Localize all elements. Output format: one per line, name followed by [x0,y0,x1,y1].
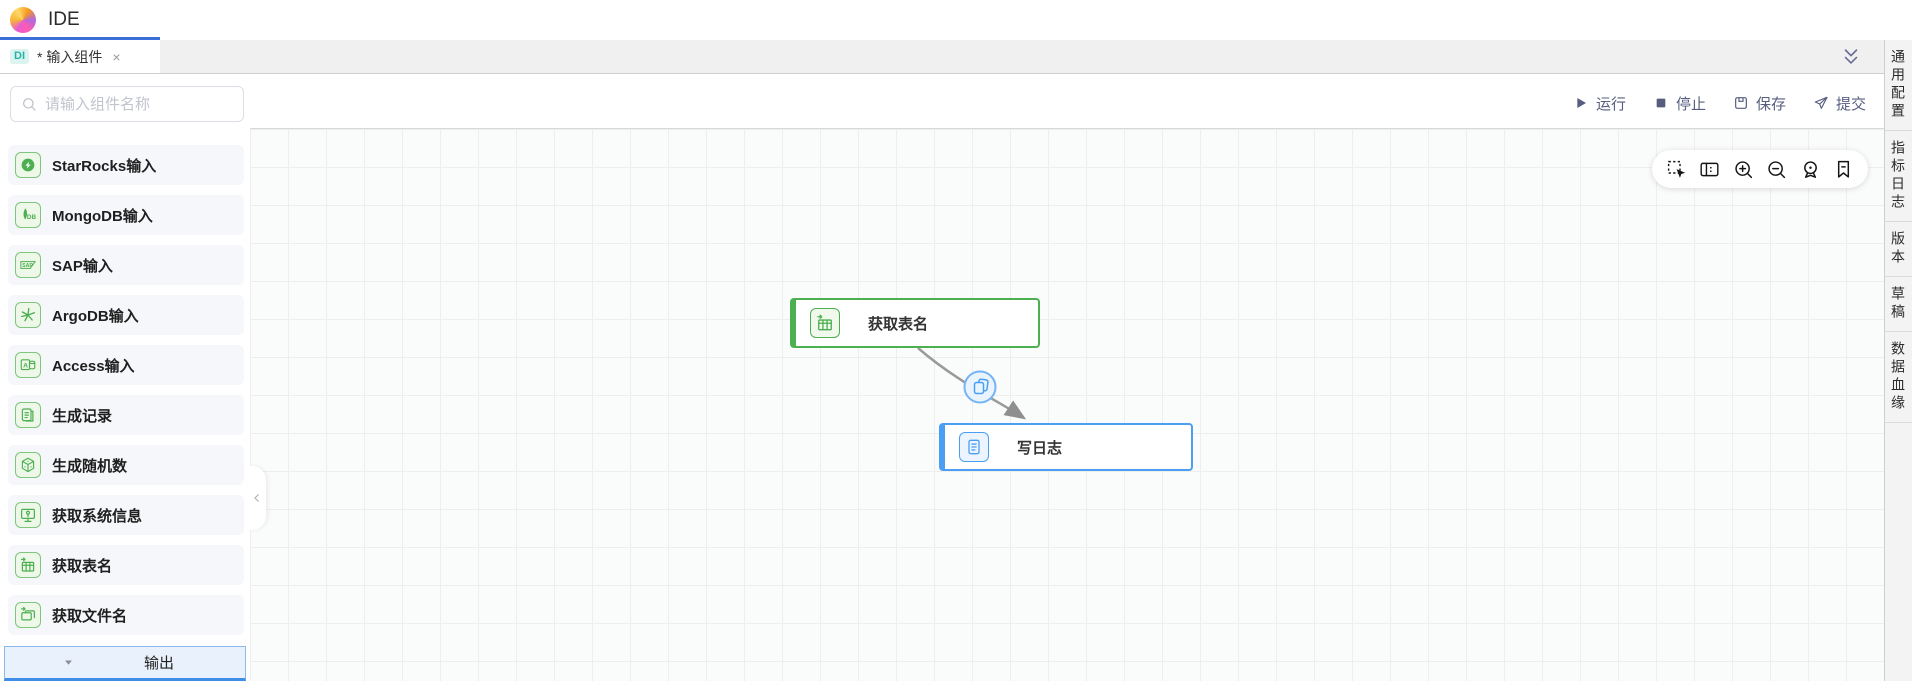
di-badge: DI [10,48,29,65]
canvas-toolbar [1652,150,1868,188]
access-icon: A [15,352,41,378]
component-sidebar: StarRocks输入 DB MongoDB输入 SAP SAP输入 ArgoD… [0,74,250,681]
section-output[interactable]: 输出 [4,646,246,681]
tab-title: * 输入组件 [37,48,103,65]
random-number-icon [15,452,41,478]
right-rail-tab[interactable]: 指标日志 [1885,131,1912,222]
chevron-left-icon [250,491,264,505]
starrocks-icon [15,152,41,178]
stop-icon [1653,95,1669,111]
component-label: 生成记录 [52,407,113,425]
component-list: StarRocks输入 DB MongoDB输入 SAP SAP输入 ArgoD… [8,145,244,645]
search-input[interactable] [45,95,244,113]
node-label: 获取表名 [868,315,929,333]
double-chevron-down-icon[interactable] [1840,46,1862,68]
component-list-item[interactable]: StarRocks输入 [8,145,244,185]
edge-copy-badge [963,370,997,404]
close-icon[interactable]: × [112,48,121,65]
svg-text:SAP: SAP [22,263,33,269]
right-rail-tab[interactable]: 通用配置 [1885,40,1912,131]
component-label: StarRocks输入 [52,157,157,175]
submit-button[interactable]: 提交 [1813,93,1866,114]
run-label: 运行 [1595,95,1626,113]
node-write-log[interactable]: 写日志 [939,423,1193,471]
generate-record-icon [15,402,41,428]
tab-bar: DI * 输入组件 × [0,40,1884,74]
component-label: Access输入 [52,357,135,375]
save-label: 保存 [1755,95,1786,113]
svg-text:DB: DB [27,214,37,221]
sap-icon: SAP [15,252,41,278]
caret-down-icon [63,657,74,668]
zoom-out-icon[interactable] [1766,159,1787,180]
component-label: 获取表名 [52,557,113,575]
right-rail-tab[interactable]: 版本 [1885,222,1912,277]
component-label: ArgoDB输入 [52,307,139,325]
save-button[interactable]: 保存 [1733,93,1786,114]
stop-label: 停止 [1675,95,1706,113]
search-icon [21,96,37,112]
component-list-item[interactable]: A Access输入 [8,345,244,385]
component-label: SAP输入 [52,257,113,275]
tab-input-components[interactable]: DI * 输入组件 × [0,40,160,73]
sidebar-collapse-handle[interactable] [248,466,266,530]
minimap-icon[interactable] [1699,159,1720,180]
component-label: 获取系统信息 [52,507,143,525]
component-label: 生成随机数 [52,457,128,475]
file-name-icon [15,602,41,628]
marquee-select-icon[interactable] [1666,159,1687,180]
component-list-item[interactable]: 获取表名 [8,545,244,585]
component-search [10,86,244,122]
component-list-item[interactable]: 获取系统信息 [8,495,244,535]
bookmark-icon[interactable] [1833,159,1854,180]
app-header: IDE [0,0,1912,40]
table-name-icon [810,308,840,338]
locate-icon[interactable] [1800,159,1821,180]
app-logo-icon [10,7,36,33]
component-label: 获取文件名 [52,607,128,625]
stop-button[interactable]: 停止 [1653,93,1706,114]
svg-text:A: A [23,363,28,370]
save-icon [1733,95,1749,111]
component-list-item[interactable]: ArgoDB输入 [8,295,244,335]
run-button[interactable]: 运行 [1573,93,1626,114]
component-list-item[interactable]: 生成记录 [8,395,244,435]
run-icon [1573,95,1589,111]
node-label: 写日志 [1017,439,1063,457]
zoom-in-icon[interactable] [1733,159,1754,180]
component-label: MongoDB输入 [52,207,153,225]
mongodb-icon: DB [15,202,41,228]
active-tab-indicator [0,37,160,40]
run-actions: 运行 停止 保存 提交 [1573,88,1866,118]
component-list-item[interactable]: SAP SAP输入 [8,245,244,285]
component-list-item[interactable]: 生成随机数 [8,445,244,485]
write-log-icon [959,432,989,462]
right-rail-tab[interactable]: 数据血缘 [1885,332,1912,423]
right-dock-rail: 通用配置 指标日志 版本 草稿 数据血缘 [1884,40,1912,681]
component-list-item[interactable]: DB MongoDB输入 [8,195,244,235]
system-info-icon [15,502,41,528]
submit-icon [1813,95,1829,111]
table-name-icon [15,552,41,578]
argodb-icon [15,302,41,328]
right-rail-tab[interactable]: 草稿 [1885,277,1912,332]
component-list-item[interactable]: 获取文件名 [8,595,244,635]
edge-connection [917,347,1027,420]
output-section-label: 输出 [144,655,175,672]
submit-label: 提交 [1835,95,1866,113]
node-get-table-name[interactable]: 获取表名 [790,298,1040,348]
app-title: IDE [48,9,80,30]
flow-canvas[interactable]: 获取表名 写日志 [250,128,1884,681]
